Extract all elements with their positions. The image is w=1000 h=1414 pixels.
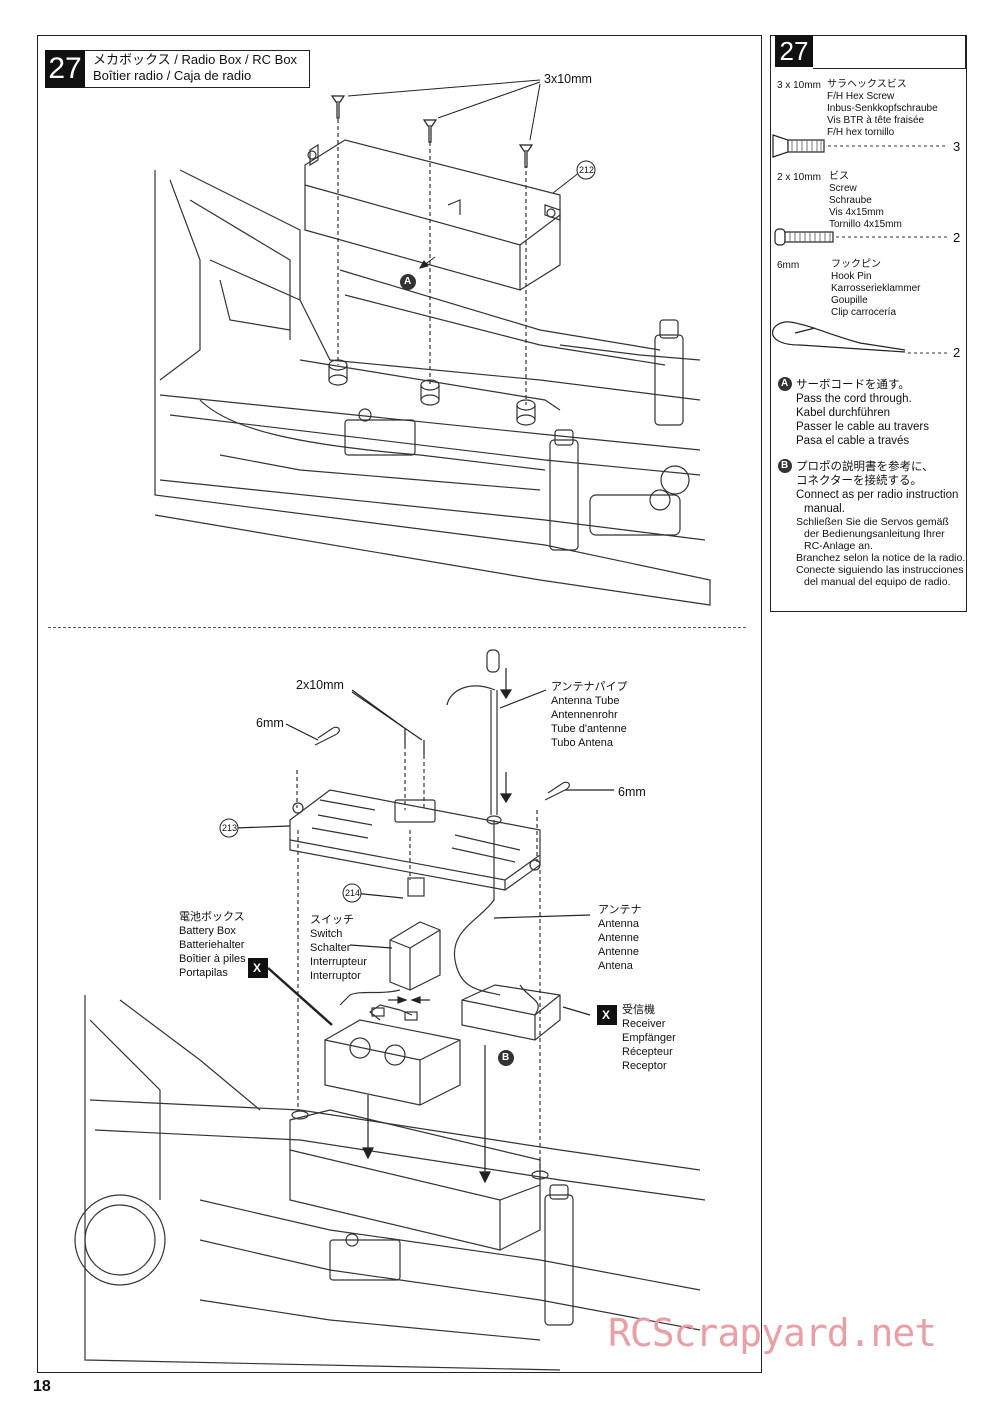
callout-b-marker (498, 1050, 514, 1066)
page-number: 18 (33, 1378, 51, 1395)
sidebar-header-box (813, 35, 966, 69)
part2-size: 2 x 10mm (777, 172, 821, 183)
antenna-label: アンテナ Antenna Antenne Antenne Antena (598, 904, 642, 972)
hook-pin-label-right: 6mm (618, 785, 646, 799)
switch-label: スイッチ Switch Schalter Interrupteur Interr… (310, 914, 367, 982)
step-title-box (85, 50, 310, 88)
part2-names: ビス Screw Schraube Vis 4x15mm Tornillo 4x… (829, 171, 902, 230)
pan-screw-icon (774, 228, 786, 246)
note-b-text: プロポの説明書を参考に、 コネクターを接続する。 Connect as per … (796, 461, 966, 588)
sidebar-step-number: 27 (775, 35, 813, 67)
watermark: RCScrapyard.net (608, 1311, 937, 1355)
sidebar-part-illustrations (771, 134, 948, 473)
note-a-letter: A (781, 378, 789, 389)
screw-size-label-3x10: 3x10mm (544, 72, 592, 86)
part1-qty: 3 (953, 139, 961, 154)
receiver-label: 受信機 Receiver Empfänger Récepteur Recepto… (622, 1004, 676, 1072)
battery-box-label: 電池ボックス Battery Box Batteriehalter Boîtie… (179, 911, 246, 979)
x-mark-receiver-letter: X (602, 1008, 611, 1022)
screw-size-label-2x10: 2x10mm (296, 678, 344, 692)
part3-size: 6mm (777, 260, 800, 271)
note-a-text: サーボコードを通す。 Pass the cord through. Kabel … (796, 379, 929, 447)
callout-a-letter: A (404, 276, 412, 287)
lower-electronics-diagram (74, 649, 706, 1371)
x-mark-receiver (597, 1005, 617, 1025)
note-a-marker (778, 377, 792, 391)
main-step-frame (37, 35, 762, 1373)
part2-qty: 2 (953, 230, 961, 245)
part1-names: サラヘックスビス F/H Hex Screw Inbus-Senkkopfsch… (827, 79, 938, 138)
part1-size: 3 x 10mm (777, 80, 821, 91)
section-divider (48, 627, 746, 628)
callout-a-marker (400, 274, 416, 290)
step-number-badge: 27 (45, 50, 85, 88)
x-mark-battery (248, 958, 268, 978)
part-ref-213: 213 (222, 823, 238, 833)
x-mark-battery-letter: X (253, 961, 262, 975)
hook-pin-icon (771, 321, 906, 353)
part3-names: フックピン Hook Pin Karrosserieklammer Goupil… (831, 259, 921, 318)
part3-qty: 2 (953, 345, 961, 360)
callout-b-letter: B (502, 1052, 510, 1063)
upper-radio-box-diagram (154, 79, 711, 606)
note-b-marker (778, 459, 792, 473)
part-ref-212: 212 (579, 165, 595, 175)
step-title-line1: メカボックス / Radio Box / RC Box (93, 52, 298, 67)
step-title-line2: Boîtier radio / Caja de radio (93, 68, 252, 83)
part-ref-214: 214 (345, 888, 361, 898)
note-b-letter: B (781, 460, 789, 471)
antenna-tube-label: アンテナパイプ Antenna Tube Antennenrohr Tube d… (551, 681, 628, 749)
fh-hex-screw-icon (772, 134, 789, 158)
hook-pin-label-left: 6mm (256, 716, 284, 730)
